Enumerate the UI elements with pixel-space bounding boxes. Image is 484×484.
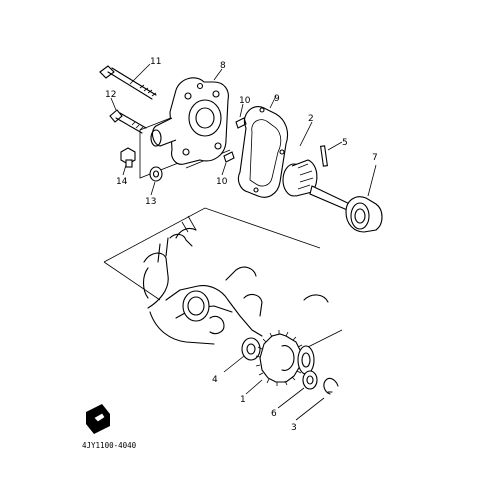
callout-9: 9 [274, 94, 280, 104]
fwd-arrow-icon [86, 404, 110, 434]
callout-3: 3 [291, 423, 297, 433]
gear-1 [245, 330, 315, 395]
callout-5: 5 [342, 138, 348, 148]
callout-10-upper: 10 [239, 96, 251, 106]
dowel-pin-10-upper [235, 103, 247, 129]
callout-13: 13 [145, 197, 156, 207]
callout-1: 1 [240, 395, 246, 405]
washer-4 [223, 337, 261, 373]
callout-6: 6 [271, 409, 277, 419]
callout-2: 2 [308, 114, 314, 124]
impeller-shaft-2 [282, 121, 355, 213]
washer-13 [149, 166, 163, 196]
callout-7: 7 [372, 153, 378, 163]
callout-4: 4 [212, 375, 218, 385]
crankcase-section [142, 215, 329, 345]
diagram-code: 4JY1100-4040 [82, 441, 137, 450]
bolt-11 [99, 63, 157, 100]
callout-10-lower: 10 [216, 177, 228, 187]
bolt-12 [109, 97, 147, 134]
pump-housing-cover-8 [150, 68, 229, 165]
callout-14: 14 [116, 177, 128, 187]
dowel-pin-10-lower [221, 151, 235, 176]
gasket-9 [237, 95, 289, 198]
callout-11: 11 [150, 57, 161, 67]
drain-bolt-14 [120, 147, 136, 176]
oil-seal-7 [345, 164, 383, 233]
callout-8: 8 [220, 61, 226, 71]
washer-6 [277, 370, 318, 409]
callout-12: 12 [105, 90, 116, 100]
pin-5 [320, 141, 343, 167]
circlip-3 [295, 377, 339, 421]
